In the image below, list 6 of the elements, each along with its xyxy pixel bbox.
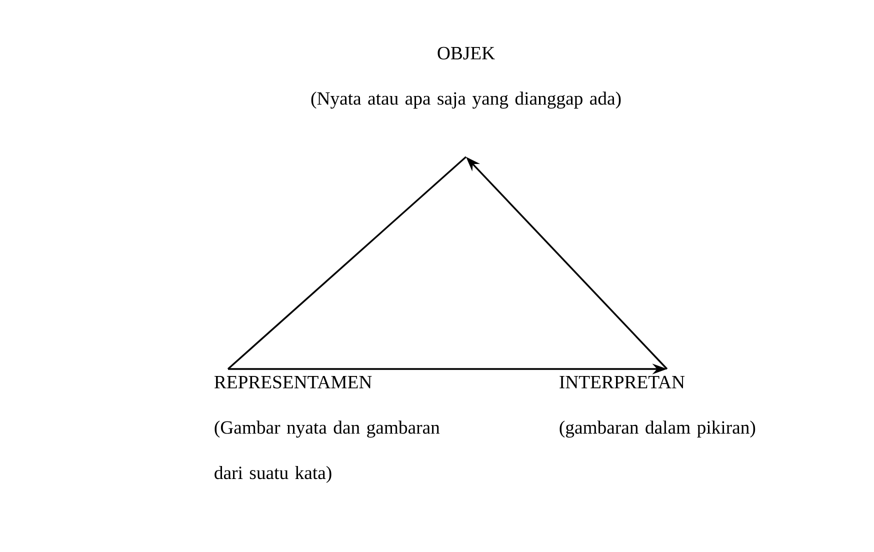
node-description: (Gambar nyata dan gambaran dari suatu kata) [214, 420, 440, 483]
node-description: (gambaran dalam pikiran) [560, 420, 756, 438]
node-description: (Nyata atau apa saja yang dianggap ada) [311, 92, 621, 109]
node-heading: INTERPRETAN [560, 376, 685, 388]
node-heading: REPRESENTAMEN [214, 376, 372, 388]
node-heading: OBJEK [438, 46, 495, 60]
